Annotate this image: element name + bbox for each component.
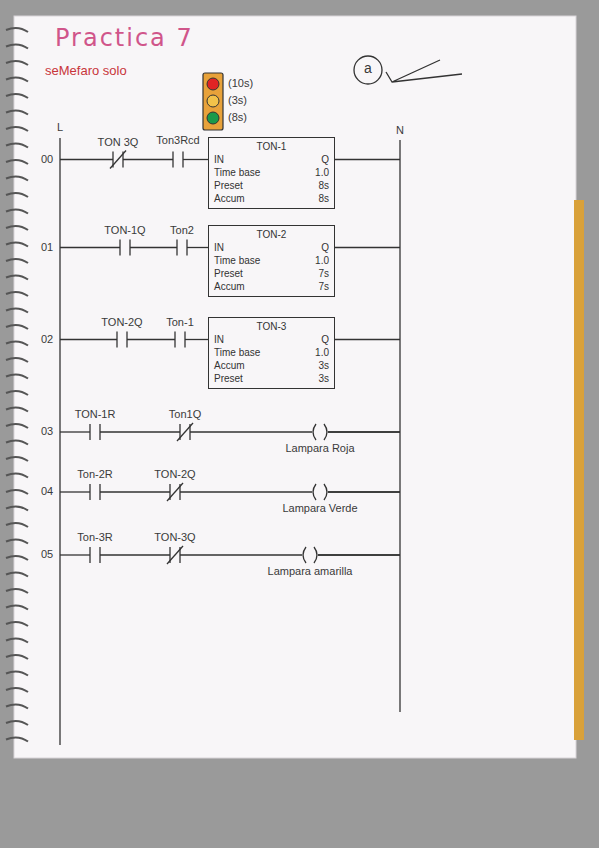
coil-label: Lampara Verde [282, 502, 357, 515]
rung-number: 04 [41, 485, 53, 498]
timer-block: TON-2INQTime base1.0Preset7sAccum7s [208, 225, 335, 297]
grade-circle [354, 56, 382, 84]
timer-field: Q [315, 333, 329, 346]
paper-sheet [14, 16, 576, 758]
timer-name: TON-3 [214, 320, 329, 333]
timer-field: Q [315, 241, 329, 254]
rung-number: 03 [41, 425, 53, 438]
timer-field: 1.0 [315, 254, 329, 267]
rail-name: N [396, 124, 404, 137]
timer-block: TON-1INQTime base1.0Preset8sAccum8s [208, 137, 335, 209]
timer-field: Accum [214, 280, 309, 293]
rung-number: 01 [41, 241, 53, 254]
coil-label: Lampara amarilla [268, 565, 353, 578]
timer-field: 8s [315, 192, 329, 205]
timer-name: TON-1 [214, 140, 329, 153]
grade-mark: a [364, 62, 372, 75]
timer-field: Preset [214, 267, 309, 280]
contact-label: Ton1Q [169, 408, 201, 421]
timer-field: IN [214, 153, 309, 166]
timer-field: Time base [214, 254, 309, 267]
contact-label: TON-2Q [154, 468, 195, 481]
time-note: (10s) [228, 77, 253, 90]
rung-number: 00 [41, 153, 53, 166]
time-note: (8s) [228, 111, 247, 124]
page-edge [574, 200, 584, 740]
contact-label: TON-1R [75, 408, 116, 421]
traffic-light [203, 73, 223, 130]
coil-label: Lampara Roja [285, 442, 354, 455]
ladder-wiring [60, 138, 400, 745]
contact-label: Ton-2R [77, 468, 112, 481]
timer-field: 3s [315, 372, 329, 385]
timer-field: 1.0 [315, 346, 329, 359]
timer-field: 8s [315, 179, 329, 192]
check-mark [386, 60, 462, 82]
timer-field: 3s [315, 359, 329, 372]
contact-label: TON-1Q [104, 224, 145, 237]
timer-field: Preset [214, 372, 309, 385]
rung-number: 02 [41, 333, 53, 346]
contact-label: TON-3Q [154, 531, 195, 544]
contact-label: Ton-3R [77, 531, 112, 544]
page-title: Practica 7 [55, 24, 194, 52]
contact-label: Ton2 [170, 224, 194, 237]
timer-name: TON-2 [214, 228, 329, 241]
timer-field: Preset [214, 179, 309, 192]
timer-field: 7s [315, 267, 329, 280]
spiral-binding [6, 28, 28, 742]
time-note: (3s) [228, 94, 247, 107]
timer-field: Time base [214, 166, 309, 179]
timer-block: TON-3INQTime base1.0Accum3sPreset3s [208, 317, 335, 389]
timer-field: IN [214, 241, 309, 254]
contact-label: Ton-1 [166, 316, 194, 329]
timer-field: 1.0 [315, 166, 329, 179]
rung-number: 05 [41, 548, 53, 561]
contact-label: TON 3Q [98, 136, 139, 149]
timer-field: Accum [214, 192, 309, 205]
timer-field: IN [214, 333, 309, 346]
timer-field: 7s [315, 280, 329, 293]
rail-name: L [57, 121, 63, 134]
timer-field: Q [315, 153, 329, 166]
timer-field: Time base [214, 346, 309, 359]
subtitle: seMefaro solo [45, 64, 127, 77]
contact-label: TON-2Q [101, 316, 142, 329]
contact-label: Ton3Rcd [156, 134, 199, 147]
timer-field: Accum [214, 359, 309, 372]
